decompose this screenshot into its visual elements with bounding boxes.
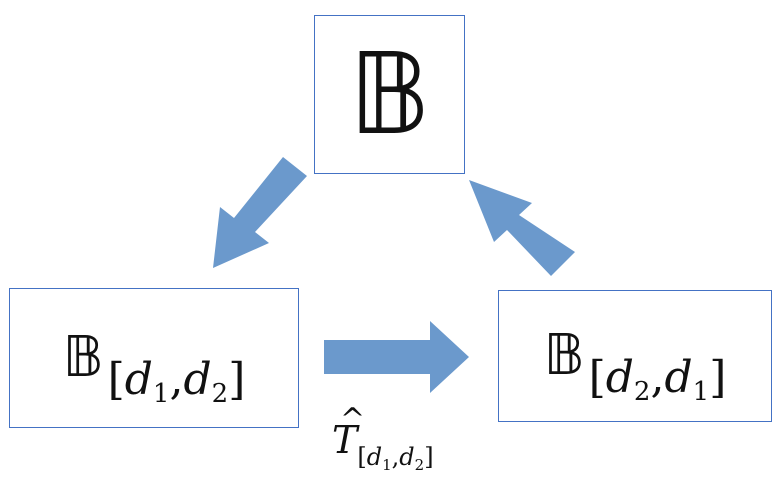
subscript-close-bracket: ]: [228, 353, 246, 405]
subscript-index: 1: [692, 376, 710, 407]
node-left-symbol: 𝔹: [62, 324, 104, 390]
node-box-top: 𝔹: [314, 15, 465, 174]
subscript-var: d: [664, 351, 693, 403]
node-right-subscript: [d2,d1]: [588, 351, 727, 407]
subscript-open-bracket: [: [107, 353, 125, 405]
subscript-index: 2: [414, 456, 425, 474]
subscript-index: 2: [211, 378, 229, 409]
operator-symbol: ^T: [332, 402, 365, 462]
node-left-subscript: [d1,d2]: [107, 353, 246, 409]
node-top-symbol: 𝔹: [348, 29, 431, 160]
subscript-var: d: [399, 443, 415, 471]
operator-letter: T: [332, 418, 358, 462]
subscript-comma: ,: [169, 353, 184, 405]
operator-subscript: [d1,d2]: [357, 443, 434, 474]
subscript-close-bracket: ]: [709, 351, 727, 403]
subscript-index: 1: [152, 378, 170, 409]
operator-label: ^T[d1,d2]: [332, 402, 434, 474]
subscript-open-bracket: [: [588, 351, 606, 403]
subscript-comma: ,: [391, 443, 400, 471]
subscript-index: 1: [382, 456, 392, 474]
node-box-left: 𝔹 [d1,d2]: [9, 288, 299, 428]
subscript-open-bracket: [: [357, 443, 367, 471]
node-right-symbol: 𝔹: [543, 322, 585, 388]
node-box-right: 𝔹 [d2,d1]: [498, 290, 772, 422]
arrow-right-to-top: [469, 180, 575, 276]
subscript-var: d: [183, 353, 212, 405]
subscript-var: d: [366, 443, 383, 471]
subscript-var: d: [124, 353, 153, 405]
node-right-label: 𝔹 [d2,d1]: [543, 322, 727, 407]
subscript-index: 2: [633, 376, 651, 407]
subscript-var: d: [605, 351, 634, 403]
subscript-comma: ,: [650, 351, 665, 403]
node-left-label: 𝔹 [d1,d2]: [62, 324, 246, 409]
arrow-left-to-right: [324, 321, 469, 393]
subscript-close-bracket: ]: [424, 443, 434, 471]
operator-hat: ^: [340, 402, 366, 437]
arrow-top-to-left: [213, 157, 307, 268]
